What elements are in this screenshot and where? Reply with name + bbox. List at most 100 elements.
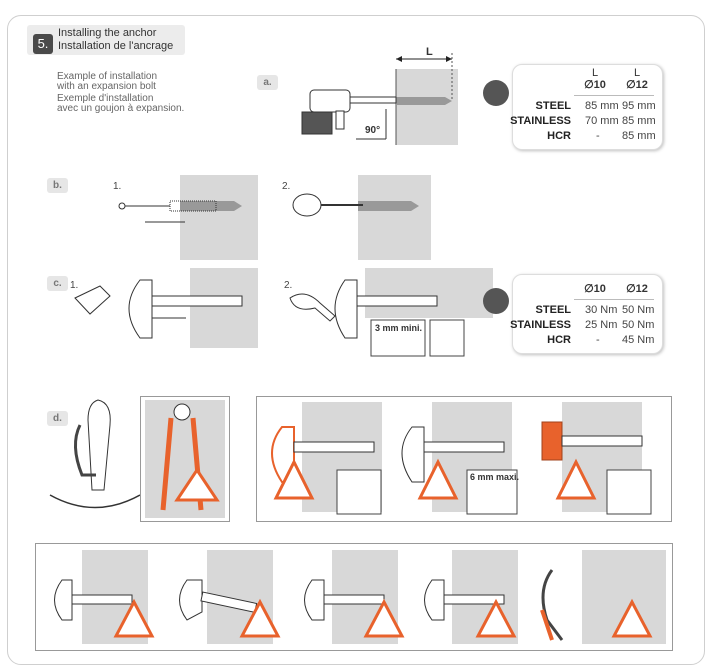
rotation-detail-box — [336, 469, 382, 515]
drill-battery — [301, 111, 333, 135]
wall-block — [358, 175, 431, 260]
hanger-1 — [54, 579, 73, 621]
hanger-2 — [179, 579, 203, 621]
danger-icon-1 — [113, 598, 155, 638]
drilled-hole — [358, 201, 419, 211]
hanger-4 — [424, 579, 445, 621]
arrow-head-left — [396, 56, 402, 62]
wall-block — [365, 268, 493, 318]
length-table-separator — [574, 95, 654, 96]
wrench — [289, 293, 336, 322]
length-table-card — [512, 64, 663, 150]
danger-icon-5 — [611, 598, 653, 638]
example-line-1: Example of installation — [57, 71, 158, 82]
torque-hcr-10: - — [596, 334, 600, 346]
incorrect-use-illustrations — [54, 550, 666, 644]
length-col1-top: L — [591, 67, 599, 79]
min-thread-label: 3 mm mini. — [375, 323, 423, 333]
step-c1-number: 1. — [70, 280, 79, 291]
length-row-steel: STEEL — [535, 100, 571, 112]
sling-illustration — [145, 400, 225, 518]
length-steel-12: 95 mm — [622, 100, 656, 112]
torque-stainless-12: 50 Nm — [622, 319, 655, 331]
hammering-illustration — [74, 268, 258, 348]
torque-table-card — [512, 274, 663, 354]
arrow-head-right — [446, 56, 452, 62]
carabiner-swing-illustration — [49, 399, 140, 509]
title-french: Installation de l'ancrage — [58, 40, 174, 52]
title-english: Installing the anchor — [58, 27, 157, 39]
length-hcr-12: 85 mm — [622, 130, 656, 142]
anchor-bolt — [151, 295, 243, 307]
example-line-2: with an expansion bolt — [57, 81, 156, 92]
step-header — [27, 25, 185, 55]
step-c2-number: 2. — [284, 280, 293, 291]
thread-detail-box — [370, 319, 426, 357]
length-hcr-10: - — [596, 130, 600, 142]
drill-bit — [349, 96, 397, 104]
length-row-stainless: STAINLESS — [510, 115, 571, 127]
bolt-icon — [483, 80, 509, 106]
carabiner-5 — [541, 569, 564, 641]
danger-icon — [174, 467, 220, 502]
brushing-illustration — [118, 175, 258, 260]
danger-icon-3 — [363, 598, 405, 638]
hanger-pull-detail-box — [606, 469, 652, 515]
thread-length-detail-box — [466, 469, 518, 515]
torque-table-separator — [574, 299, 654, 300]
blower-bulb — [292, 193, 322, 217]
hanger-2 — [401, 426, 425, 483]
bolt-2 — [423, 441, 505, 453]
bent-hanger — [541, 421, 563, 461]
length-label: L — [426, 46, 433, 58]
warning-icon-2 — [417, 458, 459, 500]
bolt-1 — [293, 441, 375, 453]
wrench-icon — [483, 288, 509, 314]
bolt-3 — [561, 435, 643, 447]
bolt-4 — [443, 594, 505, 605]
tag-b: b. — [47, 178, 68, 193]
drilled-hole — [180, 201, 242, 211]
drill-body — [309, 89, 351, 113]
drilling-illustration — [301, 53, 458, 145]
torque-hcr-12: 45 Nm — [622, 334, 655, 346]
hanger-eye — [173, 403, 191, 421]
angle-label: 90° — [365, 125, 381, 136]
step-b1-number: 1. — [113, 181, 122, 192]
danger-icon-4 — [475, 598, 517, 638]
brush-bristles — [169, 200, 217, 212]
improper-loading-illustrations — [271, 402, 652, 515]
length-col2-top: L — [633, 67, 641, 79]
torque-col2: ∅12 — [626, 283, 648, 295]
max-thread-label: 6 mm maxi. — [470, 472, 520, 482]
length-col2-bottom: ∅12 — [626, 79, 648, 91]
hanger-with-carabiner — [87, 399, 111, 491]
wall-block — [180, 175, 258, 260]
torque-row-hcr: HCR — [547, 334, 571, 346]
danger-icon-2 — [239, 598, 281, 638]
tag-d: d. — [47, 411, 68, 426]
bolt-3 — [323, 594, 385, 605]
length-row-hcr: HCR — [547, 130, 571, 142]
torque-stainless-10: 25 Nm — [585, 319, 618, 331]
drill-handle — [335, 110, 345, 130]
wall-block — [396, 69, 458, 145]
hanger-3 — [304, 579, 325, 621]
length-stainless-12: 85 mm — [622, 115, 656, 127]
length-steel-10: 85 mm — [585, 100, 619, 112]
torque-steel-10: 30 Nm — [585, 304, 618, 316]
wall-block — [190, 268, 258, 348]
carabiner — [74, 424, 96, 477]
torque-row-steel: STEEL — [535, 304, 571, 316]
example-line-4: avec un goujon à expansion. — [57, 103, 185, 114]
warning-icon-1 — [273, 458, 315, 500]
hammer-head — [74, 285, 111, 315]
warning-icon-3 — [555, 458, 597, 500]
step-b2-number: 2. — [282, 181, 291, 192]
hanger-detail-box — [429, 319, 465, 357]
tightening-illustration — [289, 268, 493, 357]
torque-steel-12: 50 Nm — [622, 304, 655, 316]
length-stainless-10: 70 mm — [585, 115, 619, 127]
drilled-hole — [396, 97, 452, 105]
tag-c: c. — [47, 276, 68, 291]
